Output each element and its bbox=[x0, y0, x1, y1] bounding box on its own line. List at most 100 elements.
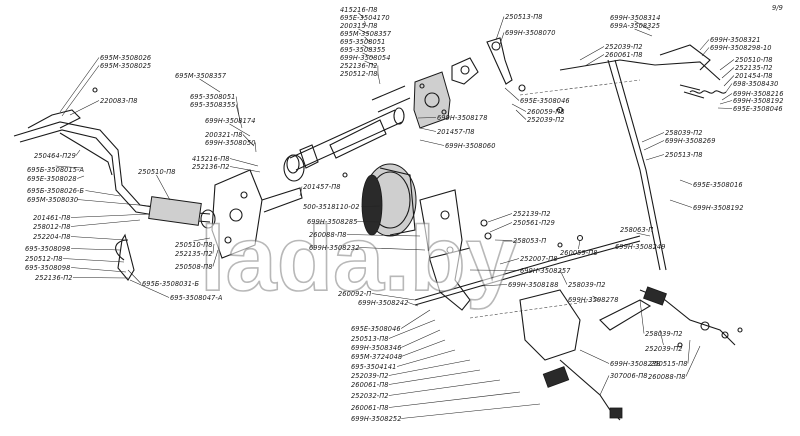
leader-line bbox=[357, 221, 381, 223]
part-number-label: 699Н-3508249 bbox=[615, 243, 666, 251]
hand-lever-assembly bbox=[13, 109, 216, 281]
right-pedal bbox=[519, 44, 727, 271]
part-number-label: 258039-П2 bbox=[568, 281, 606, 289]
part-number-label: 258053-П bbox=[513, 237, 546, 245]
leader-line bbox=[721, 93, 733, 101]
part-number-label: 250561-П29 bbox=[513, 219, 555, 227]
part-number-label: 699Н-3508346 bbox=[351, 344, 402, 352]
part-number-label: 252139-П2 bbox=[513, 210, 551, 218]
leader-line bbox=[669, 199, 693, 208]
upper-lever bbox=[486, 37, 513, 85]
leader-line bbox=[127, 269, 142, 284]
leader-line bbox=[77, 199, 151, 207]
part-number-label: 220083-П8 bbox=[100, 97, 138, 105]
part-number-label: 252039-П2 bbox=[605, 43, 643, 51]
part-number-label: 250512-П8 bbox=[340, 70, 378, 78]
leader-line bbox=[229, 166, 261, 173]
part-number-label: 252136-П2 bbox=[340, 62, 378, 70]
leader-line bbox=[639, 299, 645, 334]
part-number-label: 699Н-3508192 bbox=[693, 204, 744, 212]
part-number-label: 699Н-3508321 bbox=[710, 36, 761, 44]
part-number-label: 250510-П8 bbox=[735, 56, 773, 64]
part-number-label: 699Н-3508192 bbox=[733, 97, 784, 105]
part-number-label: 695М-3508026 bbox=[100, 54, 151, 62]
part-number-label: 699Н-3508232 bbox=[309, 244, 360, 252]
part-number-label: 500-3518110-02 bbox=[303, 203, 360, 211]
part-number-label: 415216-П8 bbox=[340, 6, 378, 14]
part-number-label: 200315-П8 bbox=[340, 22, 378, 30]
leader-line bbox=[212, 243, 215, 254]
part-number-label: 699Н-3508252 bbox=[351, 415, 402, 423]
part-number-label: 258063-П bbox=[620, 226, 653, 234]
part-number-label: 201457-П8 bbox=[437, 128, 475, 136]
leader-line bbox=[599, 375, 610, 396]
leader-line bbox=[61, 65, 100, 117]
leader-line bbox=[659, 329, 664, 346]
leader-line bbox=[417, 117, 437, 119]
leader-line bbox=[579, 46, 605, 61]
leader-line bbox=[469, 269, 520, 271]
leader-line bbox=[721, 67, 735, 79]
leader-line bbox=[578, 239, 581, 250]
part-number-label: 699Н-3508174 bbox=[205, 117, 256, 125]
leader-line bbox=[719, 59, 735, 71]
part-number-label: 695-3508051 bbox=[340, 38, 385, 46]
leader-line bbox=[362, 44, 373, 51]
leader-line bbox=[725, 83, 733, 93]
part-number-label: 699Н-3508285 bbox=[307, 218, 358, 226]
part-number-label: 260061-П8 bbox=[605, 51, 643, 59]
part-number-label: 250515-П8 bbox=[650, 360, 688, 368]
part-number-label: 695-3508355 bbox=[190, 101, 235, 109]
leader-line bbox=[579, 349, 610, 364]
part-number-label: 695М-3724048 bbox=[351, 353, 402, 361]
leader-line bbox=[584, 54, 605, 67]
part-number-label: 250513-П8 bbox=[351, 335, 389, 343]
part-number-label: 695Е-3508028 bbox=[27, 175, 77, 183]
part-number-label: 699Н-3508242 bbox=[358, 299, 409, 307]
leader-line bbox=[419, 139, 445, 146]
leader-line bbox=[515, 109, 527, 120]
part-number-label: 699Н-3508314 bbox=[610, 14, 661, 22]
leader-line bbox=[359, 247, 426, 251]
leader-line bbox=[559, 269, 568, 285]
part-number-label: 200321-П8 bbox=[205, 131, 243, 139]
leader-line bbox=[499, 258, 520, 265]
leader-line bbox=[643, 140, 665, 151]
hardware bbox=[92, 84, 743, 348]
part-number-label: 260088-П8 bbox=[309, 231, 347, 239]
leader-line bbox=[719, 100, 733, 105]
leader-line bbox=[494, 239, 513, 241]
leader-line bbox=[69, 100, 100, 116]
part-number-label: 250464-П29 bbox=[34, 152, 76, 160]
part-number-label: 695Е-3508046 bbox=[520, 97, 570, 105]
flange-plate bbox=[413, 57, 479, 129]
part-number-label: 695Е-3508046 bbox=[733, 105, 783, 113]
part-number-label: 201454-П8 bbox=[735, 72, 773, 80]
part-number-label: 415216-П8 bbox=[192, 155, 230, 163]
part-number-label: 699Н-3508257 bbox=[520, 267, 571, 275]
part-number-label: 260059-П8 bbox=[527, 108, 565, 116]
leader-line bbox=[499, 32, 505, 45]
part-number-label: 695М-3508025 bbox=[100, 62, 151, 70]
lower-linkage bbox=[639, 286, 736, 346]
part-number-label: 260092-П bbox=[338, 290, 371, 298]
leader-line bbox=[85, 190, 121, 197]
part-number-label: 699Н-3508054 bbox=[340, 54, 391, 62]
part-number-label: 699Н-3508060 bbox=[445, 142, 496, 150]
leader-line bbox=[62, 258, 125, 263]
leader-line bbox=[346, 234, 421, 237]
part-number-label: 252039-П2 bbox=[351, 372, 389, 380]
part-number-label: 699Н-3508070 bbox=[505, 29, 556, 37]
leader-line bbox=[75, 149, 81, 156]
leader-line bbox=[71, 267, 127, 273]
part-number-label: 258012-П8 bbox=[33, 223, 71, 231]
leader-line bbox=[408, 302, 419, 307]
watermark: lada.by bbox=[200, 208, 517, 310]
leader-line bbox=[495, 16, 505, 41]
foot-pedal bbox=[519, 289, 652, 421]
leader-line bbox=[212, 249, 219, 267]
part-number-label: 260059-П8 bbox=[560, 249, 598, 257]
part-number-label: 695Б-3508026-Б bbox=[27, 187, 85, 195]
leader-line bbox=[229, 123, 251, 137]
